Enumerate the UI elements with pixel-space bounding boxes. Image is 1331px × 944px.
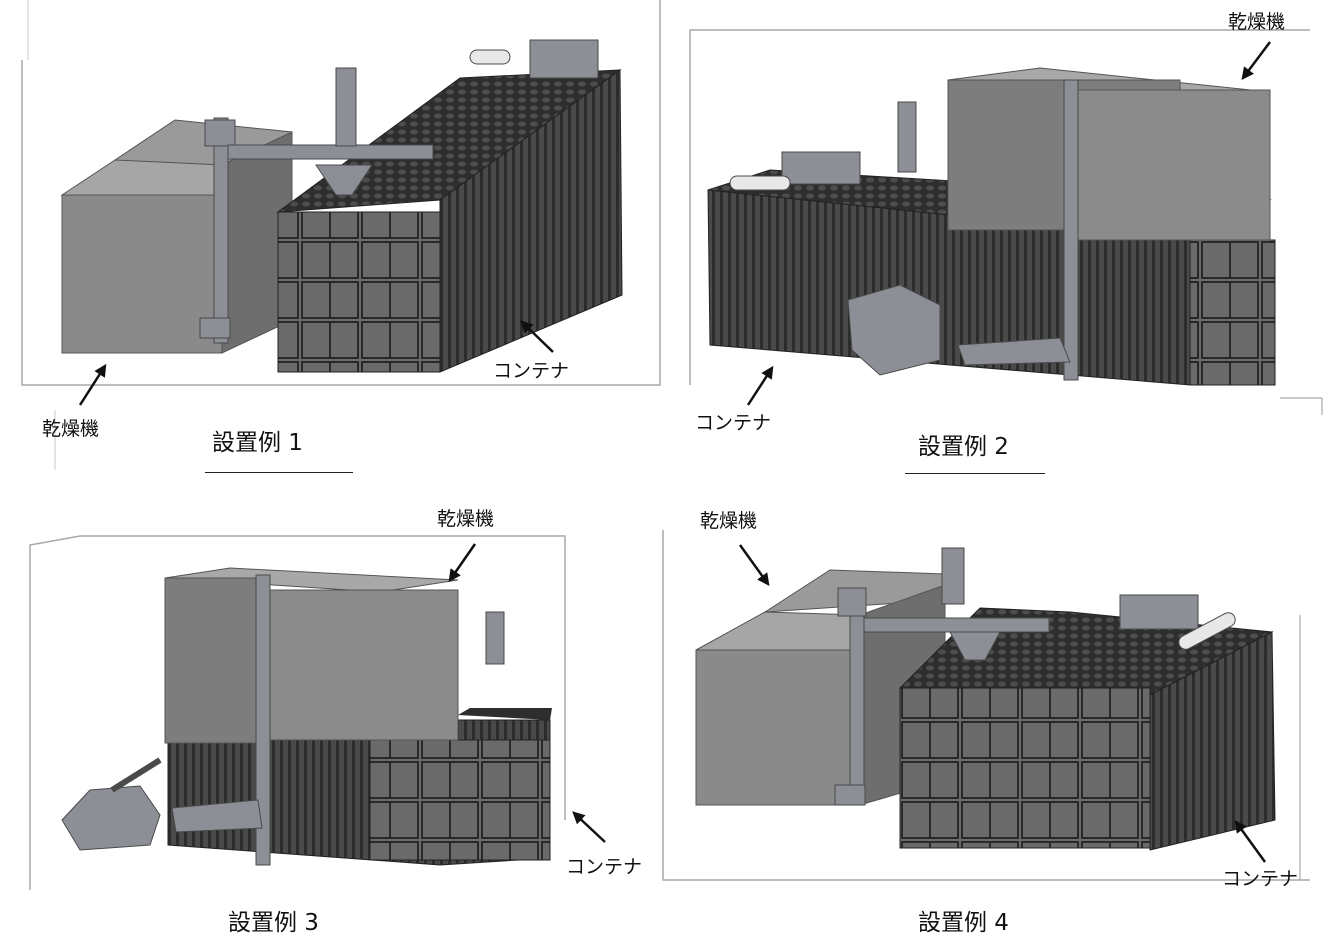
example-1-pipework [199,39,599,344]
example-2-dryer-arrow [1241,41,1271,80]
example-4-container-label: コンテナ [1222,868,1299,890]
example-4-dryer-label: 乾燥機 [700,510,758,532]
example-4-caption: 設置例 4 [918,910,1009,936]
example-3-dryer [164,567,459,744]
example-4-container [898,607,1276,851]
example-4-dryer-arrow [738,544,770,587]
example-3-pipework [61,574,505,866]
example-4-frame [662,530,1310,881]
example-3-caption: 設置例 3 [228,910,319,936]
example-4-illustration [662,530,1310,881]
example-2-caption-underline [905,473,1045,474]
example-2-container-arrow [746,365,774,406]
example-1-frame [21,0,661,386]
example-1-dryer-label: 乾燥機 [42,418,100,440]
example-4-container-arrow [1234,819,1267,863]
example-2-dryer-label: 乾燥機 [1228,11,1286,33]
example-2-dryer [947,67,1271,241]
example-3-frame [29,535,566,890]
example-2-container-label: コンテナ [695,412,772,434]
example-4-pipework [834,547,1236,806]
example-3-container-arrow [572,811,606,843]
example-1-caption-underline [205,472,353,473]
example-2-pipework [729,79,1079,381]
example-2-illustration [689,29,1323,415]
example-1-dryer-arrow [78,363,107,406]
example-3-illustration [29,535,606,890]
example-1-container-label: コンテナ [493,360,570,382]
example-3-container-label: コンテナ [566,856,643,878]
example-1-container-arrow [520,320,554,353]
example-3-dryer-arrow [448,543,477,583]
example-1-dryer [60,119,293,354]
example-3-dryer-label: 乾燥機 [437,508,495,530]
example-1-container [276,69,623,373]
example-1-illustration [21,0,661,470]
example-2-frame [689,29,1310,385]
example-2-caption: 設置例 2 [918,434,1009,460]
example-1-caption: 設置例 1 [212,430,303,456]
